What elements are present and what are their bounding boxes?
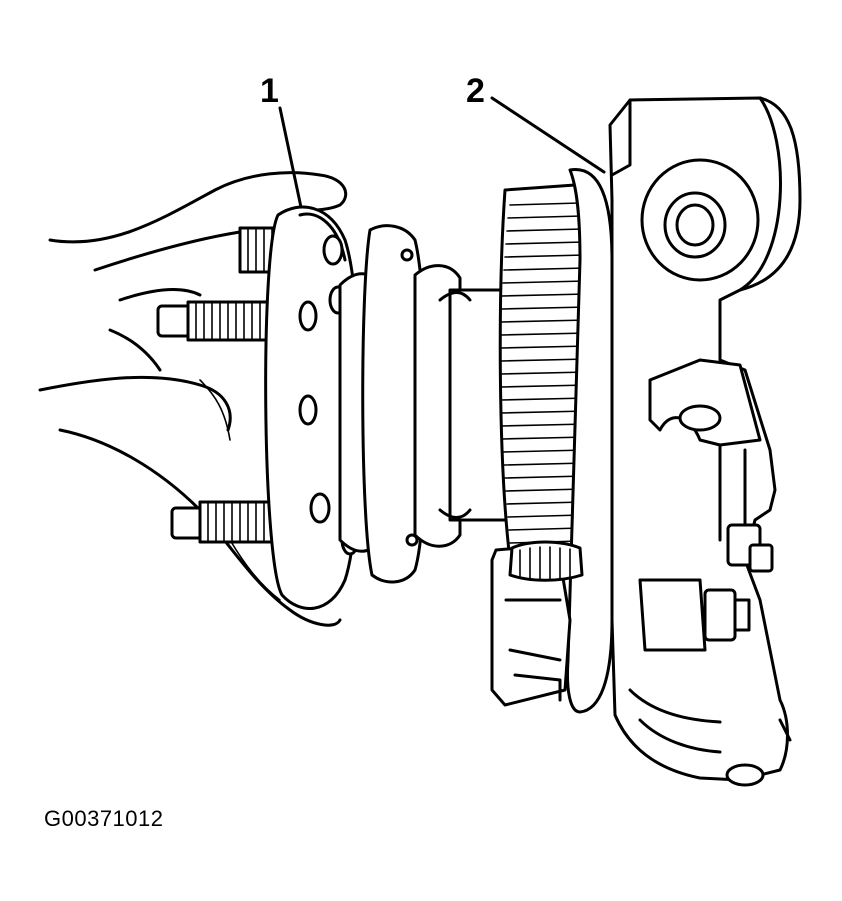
hub-body [338, 224, 512, 584]
figure-id: G00371012 [44, 806, 164, 831]
callout-label-2: 2 [466, 72, 485, 110]
leader-line-2 [490, 96, 606, 174]
lower-bracket [490, 540, 584, 707]
callout-label-1: 1 [260, 72, 279, 110]
wheel-hub-flange [264, 205, 362, 610]
leader-line-1 [278, 106, 304, 214]
steering-knuckle [608, 96, 802, 787]
wheel-studs [156, 226, 282, 544]
